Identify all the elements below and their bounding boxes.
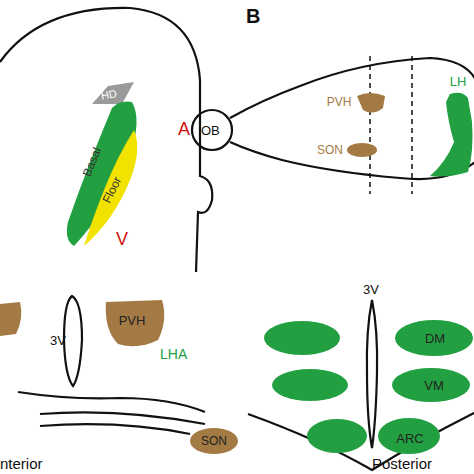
optic-chiasm bbox=[40, 412, 205, 424]
section-line bbox=[369, 56, 371, 194]
node-text: VM bbox=[424, 379, 444, 392]
region-label: A bbox=[178, 120, 190, 138]
shape-outline bbox=[428, 72, 474, 182]
shape-fill bbox=[395, 320, 473, 356]
shape-fill bbox=[378, 418, 440, 454]
shape-fill bbox=[190, 428, 238, 454]
region-label: V bbox=[116, 230, 128, 248]
region-band: Floor bbox=[84, 130, 139, 248]
nucleus-shape: LH bbox=[428, 72, 474, 182]
nucleus-shape: PVH bbox=[98, 300, 168, 350]
nucleus-shape: VM bbox=[392, 368, 470, 402]
brain-base-line bbox=[248, 410, 474, 470]
region-label: Posterior bbox=[372, 456, 432, 471]
shape-fill bbox=[106, 300, 165, 346]
nucleus-shape: SON bbox=[318, 140, 378, 160]
shape-fill bbox=[357, 93, 385, 113]
node-text: PVH bbox=[327, 96, 352, 108]
node-text: PVH bbox=[119, 314, 146, 327]
nucleus-shape bbox=[264, 321, 340, 355]
shape-fill bbox=[430, 93, 473, 177]
optic-chiasm bbox=[40, 424, 190, 434]
shape-fill bbox=[67, 102, 137, 246]
third-ventricle bbox=[367, 300, 377, 448]
section-line bbox=[411, 56, 413, 194]
brain-outline-top bbox=[230, 58, 474, 118]
region-label: B bbox=[246, 6, 260, 26]
region-label: 3V bbox=[50, 334, 66, 347]
node-text: SON bbox=[201, 435, 227, 447]
nucleus-shape bbox=[307, 419, 367, 453]
shape-fill bbox=[392, 368, 470, 402]
region-label: nterior bbox=[0, 456, 43, 471]
region-band: BasalFloor bbox=[62, 100, 142, 250]
node-text: ARC bbox=[396, 432, 423, 445]
shape-fill bbox=[84, 130, 137, 246]
nucleus-shape: ARC bbox=[378, 418, 440, 454]
nucleus-shape: DM bbox=[395, 320, 473, 356]
node-text: DM bbox=[425, 332, 445, 345]
nucleus-shape bbox=[0, 302, 21, 336]
third-ventricle bbox=[64, 296, 82, 386]
shape-fill bbox=[92, 82, 134, 104]
region-label: OB bbox=[201, 124, 220, 137]
nucleus-shape bbox=[272, 369, 348, 401]
region-label: LHA bbox=[160, 347, 187, 361]
brain-outline-side bbox=[0, 8, 212, 272]
shape-fill bbox=[347, 143, 377, 157]
region-label: 3V bbox=[363, 283, 379, 296]
brain-base-line bbox=[18, 392, 205, 412]
olfactory-bulb bbox=[192, 110, 232, 150]
node-text: SON bbox=[317, 144, 343, 156]
nucleus-shape: PVH bbox=[325, 90, 387, 118]
node-text: LH bbox=[450, 75, 467, 88]
nucleus-shape: SON bbox=[190, 428, 238, 454]
